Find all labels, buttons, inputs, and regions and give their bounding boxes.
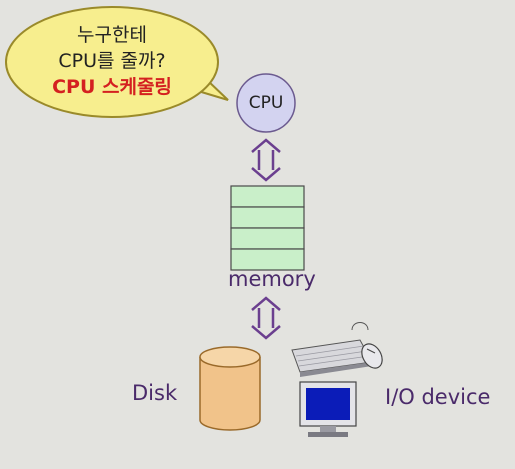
memory-block (230, 248, 305, 271)
io-device-label: I/O device (385, 385, 491, 409)
memory-stack (230, 185, 305, 271)
bubble-line-2: CPU를 줄까? (58, 50, 166, 72)
cpu-node (236, 73, 296, 133)
cpu-memory-connector (251, 138, 281, 182)
memory-block (230, 227, 305, 250)
memory-block (230, 185, 305, 208)
speech-bubble-body (5, 6, 219, 118)
disk-icon (199, 346, 261, 431)
memory-block (230, 206, 305, 229)
cpu-label: CPU (248, 93, 284, 113)
monitor-icon (299, 381, 357, 437)
speech-bubble (5, 6, 229, 118)
memory-device-connector (251, 296, 281, 340)
mouse-icon (351, 322, 383, 369)
bubble-line-1: 누구한테 (77, 24, 147, 46)
memory-label: memory (228, 267, 316, 291)
bubble-line-3: CPU 스케줄링 (52, 76, 172, 98)
disk-label: Disk (132, 381, 178, 405)
keyboard-icon (291, 339, 373, 377)
